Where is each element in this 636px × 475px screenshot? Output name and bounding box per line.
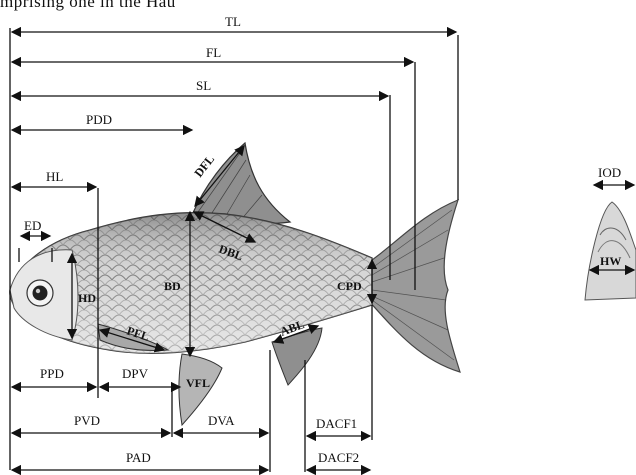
label-ppd: PPD (40, 366, 64, 381)
label-pad: PAD (126, 450, 151, 465)
label-dva: DVA (208, 413, 235, 428)
label-dacf1: DACF1 (316, 416, 357, 431)
label-cpd: CPD (337, 279, 362, 293)
head-front-view (585, 202, 636, 300)
label-ed: ED (24, 218, 41, 233)
label-dfl: DFL (191, 152, 217, 180)
label-iod: IOD (598, 165, 621, 180)
label-dacf2: DACF2 (318, 450, 359, 465)
label-tl: TL (225, 14, 241, 29)
fish-illustration (10, 143, 460, 425)
label-hw: HW (600, 254, 621, 268)
label-hl: HL (46, 169, 63, 184)
caudal-fin (365, 200, 460, 372)
label-sl: SL (196, 78, 211, 93)
label-hd: HD (78, 291, 96, 305)
label-dpv: DPV (122, 366, 149, 381)
label-fl: FL (206, 45, 221, 60)
label-vfl: VFL (186, 376, 210, 390)
label-pvd: PVD (74, 413, 100, 428)
label-pdd: PDD (86, 112, 112, 127)
label-bd: BD (164, 279, 181, 293)
anal-fin (272, 328, 322, 385)
